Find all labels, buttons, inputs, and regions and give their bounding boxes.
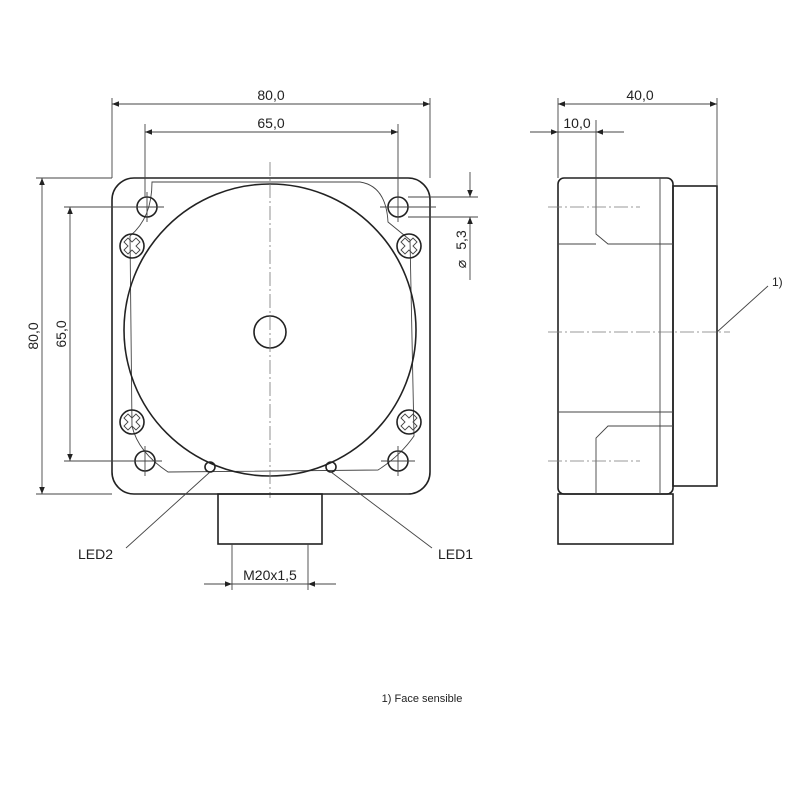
- housing-outline: [111, 177, 431, 495]
- led1-label: LED1: [438, 546, 473, 562]
- screw-top-right: [396, 233, 422, 259]
- screw-top-left: [119, 233, 145, 259]
- thread-label: M20x1,5: [243, 567, 297, 583]
- side-connector: [557, 493, 674, 545]
- front-view: 80,0 65,0 80,0 65,0 ⌀ 5,3 M20x1,5 LED2 L…: [25, 87, 478, 590]
- connector-m20: [217, 493, 323, 545]
- led2-leader: [125, 471, 211, 549]
- footnote: 1) Face sensible: [382, 693, 463, 705]
- led1-leader: [330, 471, 433, 549]
- side-view: 40,0 10,0 1): [530, 87, 783, 545]
- dim-hole-diameter-symbol: ⌀: [453, 260, 469, 268]
- screw-bottom-left: [119, 409, 145, 435]
- dim-width-holes: 65,0: [257, 115, 284, 131]
- side-sensing-head: [672, 185, 718, 487]
- dim-offset: 10,0: [563, 115, 590, 131]
- led2-label: LED2: [78, 546, 113, 562]
- sensing-face-callout: 1): [772, 275, 783, 289]
- dim-height-outer: 80,0: [25, 322, 41, 349]
- side-housing: [557, 177, 674, 495]
- screw-bottom-right: [396, 409, 422, 435]
- mounting-hole-bottom-right: [381, 446, 415, 476]
- mounting-hole-top-right: [380, 192, 436, 222]
- sensing-face-leader: [716, 285, 769, 333]
- housing-inner-contour: [129, 181, 415, 473]
- dim-hole-diameter: 5,3: [453, 230, 469, 250]
- dim-width-outer: 80,0: [257, 87, 284, 103]
- dim-depth: 40,0: [626, 87, 653, 103]
- dim-height-holes: 65,0: [53, 320, 69, 347]
